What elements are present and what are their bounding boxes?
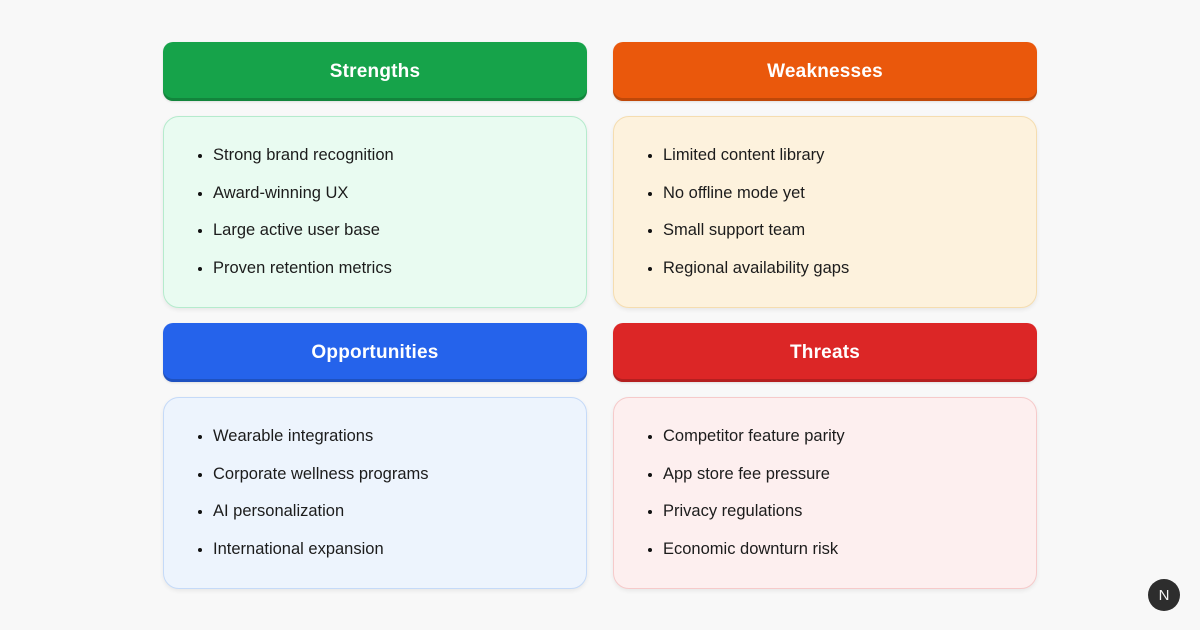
swot-matrix: Strengths Weaknesses Strong brand recogn… xyxy=(163,42,1037,589)
opportunities-panel: Wearable integrations Corporate wellness… xyxy=(163,397,587,589)
watermark-letter: N xyxy=(1158,586,1170,604)
list-item: Wearable integrations xyxy=(213,418,568,456)
weaknesses-title: Weaknesses xyxy=(767,60,883,82)
list-item: Limited content library xyxy=(663,137,1018,175)
list-item: Economic downturn risk xyxy=(663,531,1018,569)
opportunities-list: Wearable integrations Corporate wellness… xyxy=(164,398,586,568)
list-item: Regional availability gaps xyxy=(663,250,1018,288)
threats-panel: Competitor feature parity App store fee … xyxy=(613,397,1037,589)
weaknesses-list: Limited content library No offline mode … xyxy=(614,117,1036,287)
list-item: Competitor feature parity xyxy=(663,418,1018,456)
list-item: No offline mode yet xyxy=(663,175,1018,213)
weaknesses-panel: Limited content library No offline mode … xyxy=(613,116,1037,308)
list-item: Privacy regulations xyxy=(663,493,1018,531)
list-item: AI personalization xyxy=(213,493,568,531)
list-item: International expansion xyxy=(213,531,568,569)
strengths-title: Strengths xyxy=(329,60,421,82)
list-item: Corporate wellness programs xyxy=(213,456,568,494)
strengths-panel: Strong brand recognition Award-winning U… xyxy=(163,116,587,308)
threats-list: Competitor feature parity App store fee … xyxy=(614,398,1036,568)
strengths-list: Strong brand recognition Award-winning U… xyxy=(164,117,586,287)
weaknesses-header: Weaknesses xyxy=(613,42,1037,101)
opportunities-title: Opportunities xyxy=(311,341,439,363)
threats-header: Threats xyxy=(613,323,1037,382)
napkin-logo-icon: N xyxy=(1148,579,1180,611)
list-item: Award-winning UX xyxy=(213,175,568,213)
threats-title: Threats xyxy=(789,341,861,363)
list-item: App store fee pressure xyxy=(663,456,1018,494)
list-item: Small support team xyxy=(663,212,1018,250)
list-item: Proven retention metrics xyxy=(213,250,568,288)
strengths-header: Strengths xyxy=(163,42,587,101)
list-item: Large active user base xyxy=(213,212,568,250)
list-item: Strong brand recognition xyxy=(213,137,568,175)
opportunities-header: Opportunities xyxy=(163,323,587,382)
